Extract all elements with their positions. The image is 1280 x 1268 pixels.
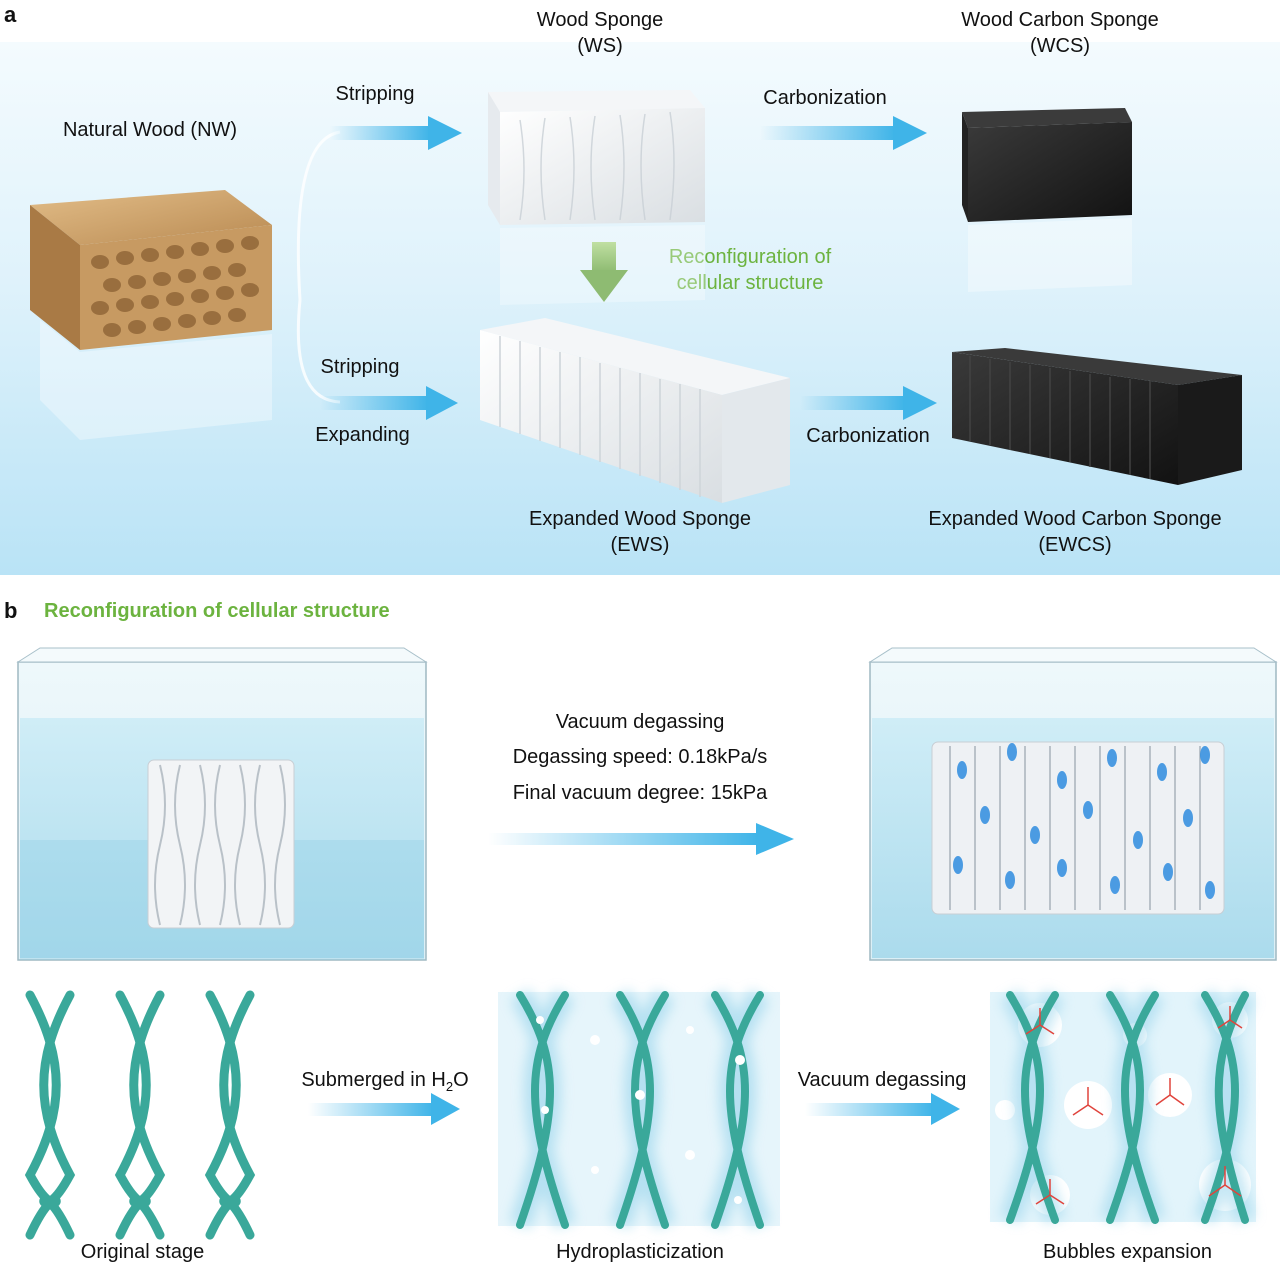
- hydroplasticization-panel: [498, 989, 780, 1229]
- submerged-label: Submerged in H2O: [301, 1069, 469, 1094]
- ews-title: Expanded Wood Sponge: [528, 508, 752, 530]
- natural-wood-label: Natural Wood (NW): [62, 119, 238, 141]
- reconfiguration-down-arrow: [580, 242, 628, 302]
- left-sponge: [147, 759, 295, 929]
- left-water-tank: [16, 647, 428, 961]
- stripping-top-arrow: [330, 116, 462, 150]
- right-water-tank: [868, 647, 1278, 961]
- ws-title: Wood Sponge: [536, 9, 664, 31]
- vacuum-degassing-label: Vacuum degassing: [797, 1069, 967, 1091]
- wood-carbon-sponge-block: [962, 108, 1132, 292]
- reconfig-line2: cellular structure: [676, 272, 824, 294]
- ws-abbr: (WS): [577, 35, 623, 57]
- wood-sponge-block: [488, 90, 705, 305]
- degassing-arrow: [488, 823, 794, 855]
- stage-hydroplasticization-label: Hydroplasticization: [556, 1241, 724, 1263]
- panel-b-letter: b: [4, 598, 18, 623]
- expanded-wood-carbon-sponge-block: [952, 348, 1242, 485]
- expansion-arrows: [1025, 1006, 1243, 1205]
- degassing-speed: Degassing speed: 0.18kPa/s: [512, 746, 768, 768]
- stage-original-label: Original stage: [80, 1241, 205, 1263]
- natural-wood-block: [30, 190, 272, 440]
- carbonization-top-arrow: [760, 116, 927, 150]
- stripping-top-label: Stripping: [335, 83, 415, 105]
- ews-abbr: (EWS): [610, 534, 670, 556]
- stripping-bottom-arrow: [320, 386, 458, 420]
- expanded-wood-sponge-block: [480, 318, 790, 503]
- wcs-abbr: (WCS): [1030, 35, 1090, 57]
- vacuum-title: Vacuum degassing: [555, 711, 725, 733]
- expanding-label: Expanding: [315, 424, 410, 446]
- panel-a-letter: a: [4, 2, 17, 27]
- ewcs-abbr: (EWCS): [1038, 534, 1112, 556]
- panel-b-title: Reconfiguration of cellular structure: [44, 600, 390, 622]
- ewcs-title: Expanded Wood Carbon Sponge: [928, 508, 1222, 530]
- vacuum-degassing-arrow: [805, 1093, 960, 1125]
- carbonization-bottom-arrow: [800, 386, 937, 420]
- submerged-arrow: [308, 1093, 460, 1125]
- panel-a-illustration: [30, 90, 1242, 503]
- wcs-title: Wood Carbon Sponge: [961, 9, 1159, 31]
- stage-bubbles-label: Bubbles expansion: [1042, 1241, 1212, 1263]
- carbonization-bottom-label: Carbonization: [806, 425, 930, 447]
- final-vacuum-degree: Final vacuum degree: 15kPa: [512, 782, 768, 804]
- bubbles-expansion-panel: [990, 989, 1256, 1224]
- reconfig-line1: Reconfiguration of: [668, 246, 832, 268]
- original-stage-fibers: [24, 990, 256, 1240]
- stripping-bottom-label: Stripping: [320, 356, 400, 378]
- carbonization-top-label: Carbonization: [763, 87, 887, 109]
- panel-b-illustration: [16, 647, 1278, 1240]
- right-expanded-sponge: [931, 741, 1225, 915]
